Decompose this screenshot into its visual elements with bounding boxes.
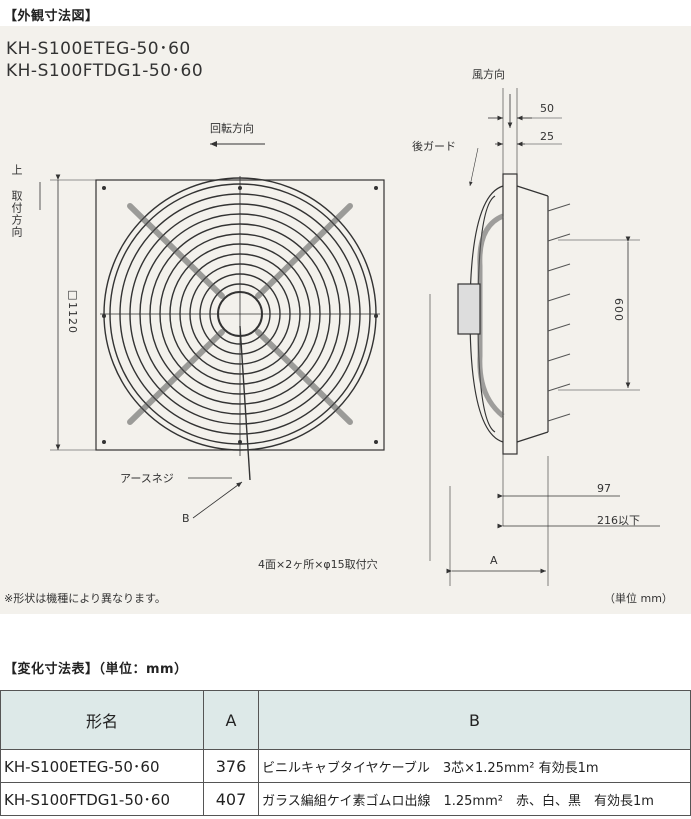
- mount-direction-label: 取付方向: [10, 190, 23, 238]
- side-view: [457, 173, 549, 455]
- rotation-label: 回転方向: [210, 122, 254, 135]
- section-title-drawing: 【外観寸法図】: [4, 9, 99, 24]
- holes-label: 4面×2ヶ所×φ15取付穴: [258, 558, 378, 571]
- wind-direction-label: 風方向: [472, 68, 505, 81]
- header-model: 形名: [0, 690, 204, 750]
- row-a: 407: [203, 782, 259, 816]
- rear-guard-label: 後ガード: [412, 140, 456, 153]
- dim-25: 25: [540, 130, 554, 143]
- dimension-table: 形名 A B KH-S100ETEG-50･60 376 ビニルキャブタイヤケー…: [0, 690, 691, 816]
- row-model: KH-S100ETEG-50･60: [0, 749, 204, 783]
- dim-216: 216以下: [597, 514, 640, 527]
- dim-600: 600: [612, 298, 625, 322]
- table-row: KH-S100FTDG1-50･60 407 ガラス編組ケイ素ゴムロ出線 1.2…: [0, 782, 691, 816]
- shape-note: ※形状は機種により異なります。: [4, 592, 166, 605]
- support-arms: [127, 203, 353, 425]
- mounting-holes: [102, 186, 378, 444]
- table-header-row: 形名 A B: [0, 690, 691, 750]
- side-fins: [547, 203, 571, 422]
- dimension-drawing: KH-S100ETEG-50･60 KH-S100FTDG1-50･60 回転方…: [0, 26, 691, 614]
- row-b: ビニルキャブタイヤケーブル 3芯×1.25mm² 有効長1m: [258, 749, 691, 783]
- b-label: B: [182, 512, 190, 525]
- row-model: KH-S100FTDG1-50･60: [0, 782, 204, 816]
- row-a: 376: [203, 749, 259, 783]
- header-a: A: [203, 690, 259, 750]
- header-b: B: [258, 690, 691, 750]
- row-b: ガラス編組ケイ素ゴムロ出線 1.25mm² 赤、白、黒 有効長1m: [258, 782, 691, 816]
- dim-97: 97: [597, 482, 611, 495]
- dim-a: A: [490, 554, 498, 567]
- earth-screw-label: アースネジ: [120, 472, 174, 485]
- size-1120-label: □1120: [66, 288, 79, 334]
- fan-drawing-svg: [39, 88, 660, 586]
- unit-note: （単位 mm）: [604, 592, 673, 605]
- top-label: 上: [10, 164, 23, 176]
- table-row: KH-S100ETEG-50･60 376 ビニルキャブタイヤケーブル 3芯×1…: [0, 749, 691, 783]
- dim-50: 50: [540, 102, 554, 115]
- model-name-2: KH-S100FTDG1-50･60: [6, 61, 204, 81]
- section-title-table: 【変化寸法表】（単位：mm）: [4, 662, 188, 677]
- model-name-1: KH-S100ETEG-50･60: [6, 39, 191, 59]
